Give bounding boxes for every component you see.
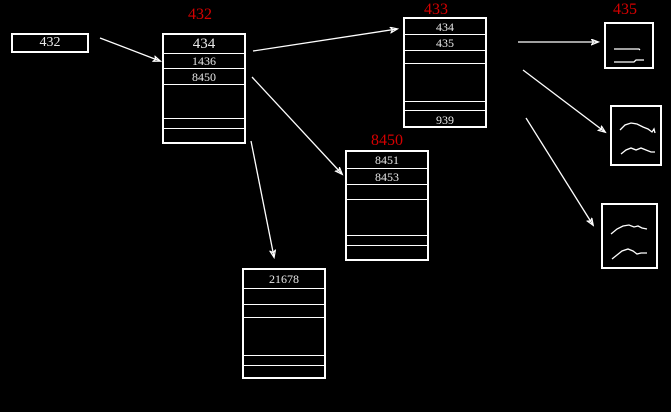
waves-icon — [619, 122, 656, 155]
table-row[interactable] — [405, 51, 485, 64]
table-row[interactable] — [244, 356, 324, 366]
table-row[interactable] — [164, 119, 244, 129]
document-wave-1[interactable] — [610, 105, 662, 166]
label-432: 432 — [188, 6, 212, 23]
table-row[interactable]: 434 — [405, 19, 485, 35]
table-row[interactable] — [347, 185, 427, 200]
table-row[interactable]: 435 — [405, 35, 485, 51]
document-wave-2[interactable] — [601, 203, 658, 269]
label-433: 433 — [424, 1, 448, 18]
table-row[interactable] — [244, 289, 324, 305]
root-reference-box[interactable]: 432 — [11, 33, 89, 53]
table-row[interactable]: 8451 — [347, 152, 427, 169]
table-row[interactable] — [164, 129, 244, 144]
document-435[interactable] — [604, 22, 654, 69]
arrow-433-to-doc-wave-2 — [525, 117, 593, 225]
table-row[interactable]: 939 — [436, 112, 454, 127]
table-row[interactable] — [164, 85, 244, 119]
label-8450: 8450 — [371, 132, 403, 149]
table-row[interactable]: 434 — [164, 35, 244, 54]
root-reference-value: 432 — [39, 35, 61, 50]
table-row[interactable] — [244, 305, 324, 318]
table-row[interactable]: 8453 — [347, 169, 427, 185]
table-row[interactable] — [244, 318, 324, 356]
table-row[interactable]: 8450 — [164, 69, 244, 85]
arrow-432-to-21678 — [250, 140, 274, 257]
table-row[interactable] — [347, 236, 427, 246]
lines-icon — [614, 48, 644, 63]
waves-icon — [610, 224, 648, 260]
table-row[interactable] — [244, 366, 324, 379]
arrow-root-to-432 — [99, 37, 160, 61]
arrow-433-to-doc-wave-1 — [522, 69, 605, 132]
table-row[interactable] — [405, 64, 485, 102]
table-row[interactable] — [347, 246, 427, 261]
table-row[interactable]: 1436 — [164, 54, 244, 69]
table-row[interactable]: 21678 — [244, 270, 324, 289]
arrow-432-to-8450 — [251, 76, 342, 174]
table-row[interactable] — [405, 102, 485, 111]
table-21678[interactable]: 21678 — [242, 268, 326, 379]
table-row[interactable] — [347, 200, 427, 236]
label-435: 435 — [613, 1, 637, 18]
arrow-432-to-433 — [252, 29, 397, 52]
